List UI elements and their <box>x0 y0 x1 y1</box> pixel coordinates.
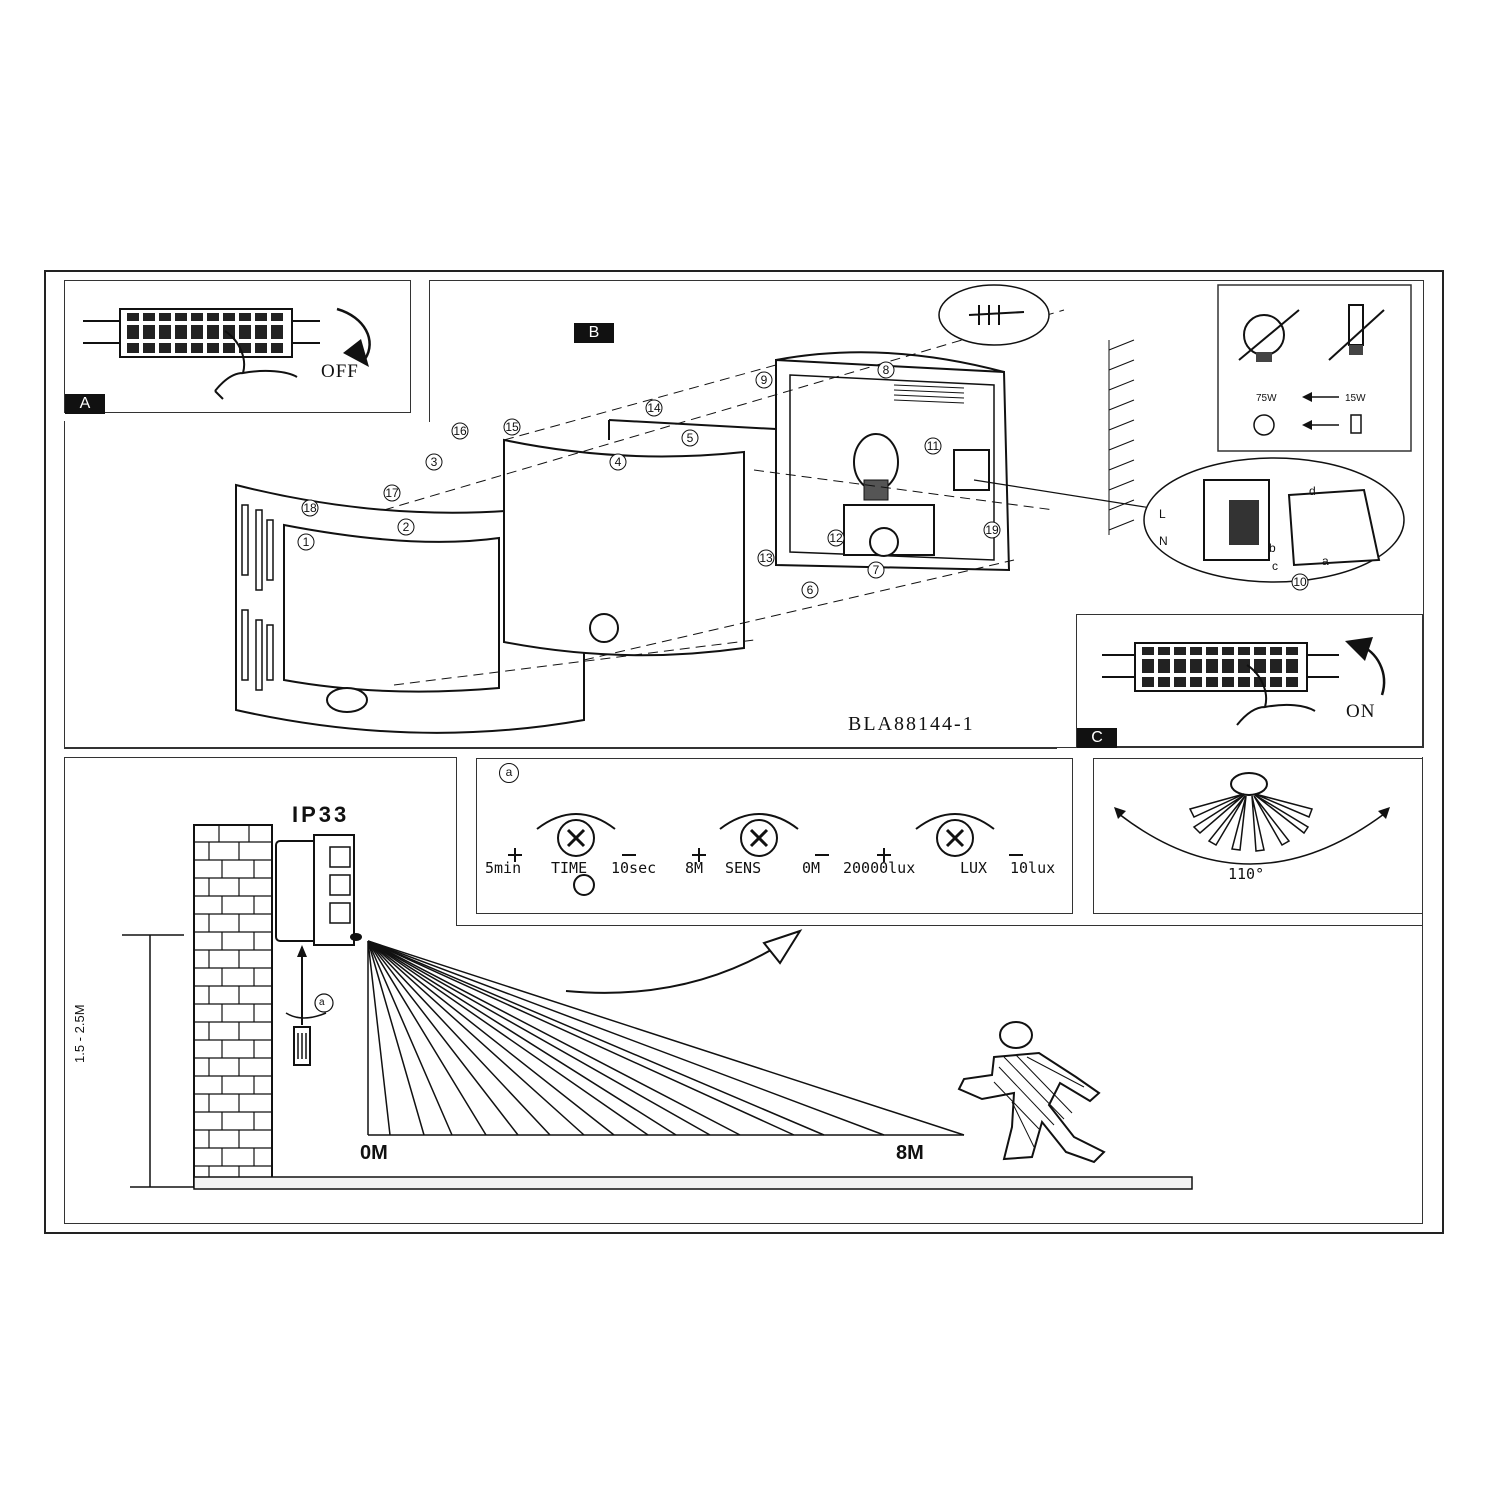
callout-1: 1 <box>303 535 310 549</box>
callout-5: 5 <box>687 431 694 445</box>
callout-7: 7 <box>873 563 880 577</box>
callout-15: 15 <box>505 420 519 434</box>
callout-2: 2 <box>403 520 410 534</box>
panel-b-top-border <box>429 280 1424 282</box>
panel-b-tag: B <box>574 323 614 343</box>
wire-label-d: d <box>1309 484 1316 498</box>
panel-b-assembly <box>64 280 1424 748</box>
panel-a-power-off: OFF A <box>64 280 411 414</box>
panel-install-top-left <box>64 757 457 759</box>
rating-75w: 75W <box>1256 393 1277 404</box>
on-label: ON <box>1346 701 1376 722</box>
callout-9: 9 <box>761 373 768 387</box>
callout-14: 14 <box>647 401 661 415</box>
installation-illustration <box>122 824 1193 1190</box>
callout-8: 8 <box>883 363 890 377</box>
panel-detection-angle: 110° <box>1093 758 1423 914</box>
panel-install-top-right <box>456 925 1423 927</box>
wire-label-a: a <box>1322 554 1329 568</box>
panel-b-left-border <box>429 280 431 422</box>
callout-11: 11 <box>927 439 940 453</box>
callout-6: 6 <box>807 583 814 597</box>
time-dial-label: TIME <box>551 859 588 877</box>
terminal-block-on-illustration <box>1102 637 1386 726</box>
panel-b-inner-border <box>64 421 1057 749</box>
rating-15w: 15W <box>1345 393 1366 404</box>
lux-dial-label: LUX <box>960 859 988 877</box>
callout-16: 16 <box>453 424 467 438</box>
lux-minus-value: 10lux <box>1010 859 1056 877</box>
exploded-assembly-illustration: 1 2 3 4 5 6 7 8 9 10 11 12 13 14 15 16 1… <box>235 284 1412 734</box>
sens-plus-value: 8M <box>685 859 704 877</box>
tool-tag: a <box>319 997 325 1008</box>
start-distance-label: 0M <box>360 1142 388 1164</box>
wire-label-l: L <box>1159 507 1166 521</box>
time-plus-value: 5min <box>485 859 522 877</box>
detection-angle-illustration <box>1114 772 1390 865</box>
time-minus-value: 10sec <box>611 859 657 877</box>
callout-17: 17 <box>385 486 399 500</box>
detection-angle-label: 110° <box>1228 865 1265 883</box>
wire-label-n: N <box>1159 534 1168 548</box>
panel-sensor-controls: a 5min TIME 10sec 8M SENS 0M 20000lux LU… <box>476 758 1073 914</box>
callout-12: 12 <box>829 531 843 545</box>
panel-a-tag: A <box>65 394 105 414</box>
panel-install-notch <box>456 757 458 925</box>
terminal-block-off-illustration <box>83 307 371 400</box>
sens-minus-value: 0M <box>802 859 821 877</box>
callout-13: 13 <box>759 551 773 565</box>
callout-3: 3 <box>431 455 438 469</box>
outer-frame <box>44 270 1444 1234</box>
callout-19: 19 <box>985 523 999 537</box>
callout-10: 10 <box>1293 575 1307 589</box>
panel-install-border <box>64 757 1423 1224</box>
control-dials-illustration <box>508 813 1023 896</box>
mounting-height-label: 1.5 - 2.5M <box>72 1004 87 1063</box>
sens-dial-label: SENS <box>725 859 762 877</box>
ip-rating: IP33 <box>292 802 350 827</box>
callout-4: 4 <box>615 455 622 469</box>
controls-tag: a <box>499 763 519 783</box>
end-distance-label: 8M <box>896 1142 924 1164</box>
panel-c-tag: C <box>1077 728 1117 748</box>
lux-plus-value: 20000lux <box>843 859 916 877</box>
callout-18: 18 <box>303 501 317 515</box>
panel-c-power-on: ON C <box>1076 614 1423 748</box>
wire-label-c: c <box>1272 559 1278 573</box>
model-number: BLA88144-1 <box>848 713 975 735</box>
off-label: OFF <box>321 361 359 382</box>
wire-label-b: b <box>1269 541 1276 555</box>
